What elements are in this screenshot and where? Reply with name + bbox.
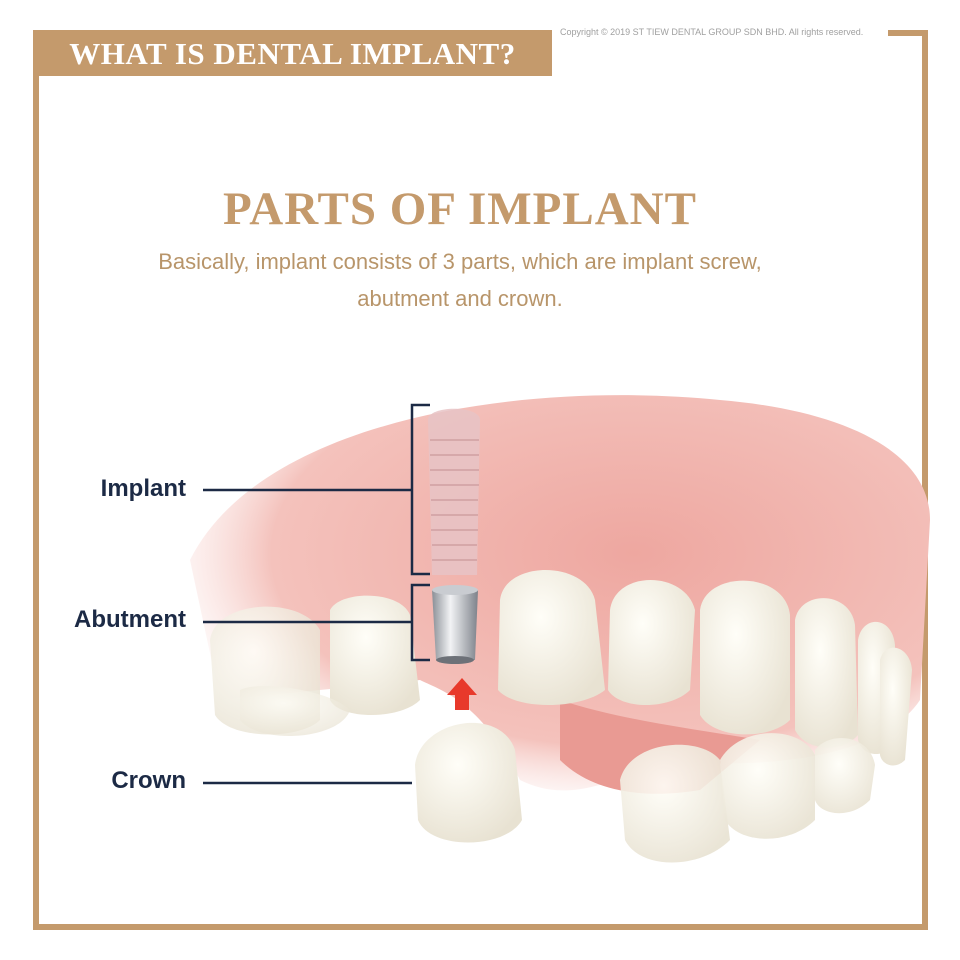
crown bbox=[415, 722, 522, 843]
copyright-text: Copyright © 2019 ST TIEW DENTAL GROUP SD… bbox=[560, 27, 864, 37]
label-abutment: Abutment bbox=[74, 606, 186, 633]
label-implant: Implant bbox=[100, 475, 186, 502]
leader-lines bbox=[203, 403, 430, 785]
teeth bbox=[210, 570, 912, 863]
frame-gap bbox=[552, 26, 888, 40]
label-crown: Crown bbox=[111, 767, 186, 794]
section-subtitle: Basically, implant consists of 3 parts, … bbox=[60, 243, 860, 317]
red-arrow-icon bbox=[447, 678, 477, 710]
frame-corner-bar bbox=[888, 30, 928, 36]
abutment bbox=[432, 585, 478, 664]
banner-title: WHAT IS DENTAL IMPLANT? bbox=[33, 30, 552, 76]
section-heading: PARTS OF IMPLANT bbox=[223, 183, 697, 235]
implant-screw bbox=[428, 408, 480, 575]
subtitle-line-2: abutment and crown. bbox=[357, 286, 563, 311]
subtitle-line-1: Basically, implant consists of 3 parts, … bbox=[158, 249, 762, 274]
